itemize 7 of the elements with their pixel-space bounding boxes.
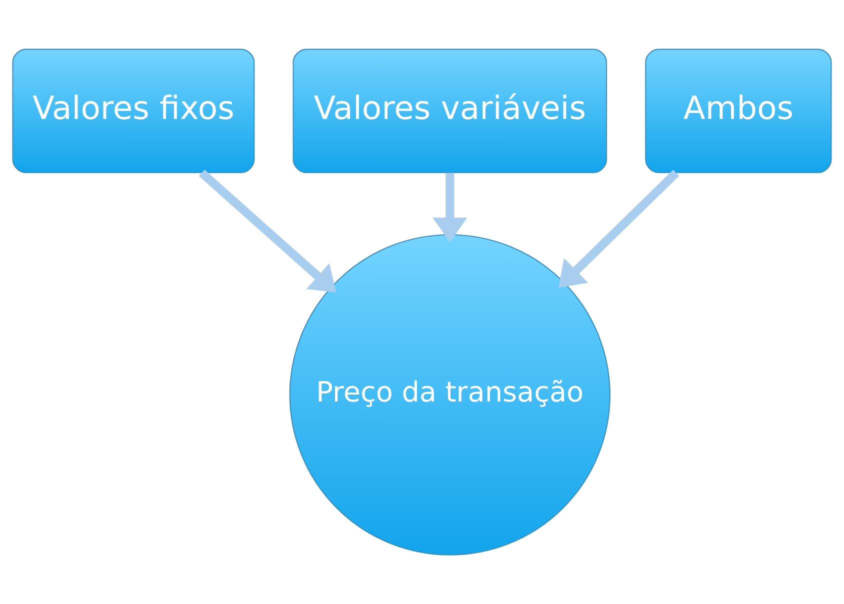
node-box: Ambos	[645, 48, 832, 174]
node-circle: Preço da transação	[289, 234, 610, 556]
arrow	[558, 170, 680, 288]
node-box: Valores variáveis	[292, 48, 608, 174]
node-box: Valores fixos	[12, 48, 255, 174]
arrow	[198, 170, 336, 293]
arrow	[432, 172, 468, 242]
